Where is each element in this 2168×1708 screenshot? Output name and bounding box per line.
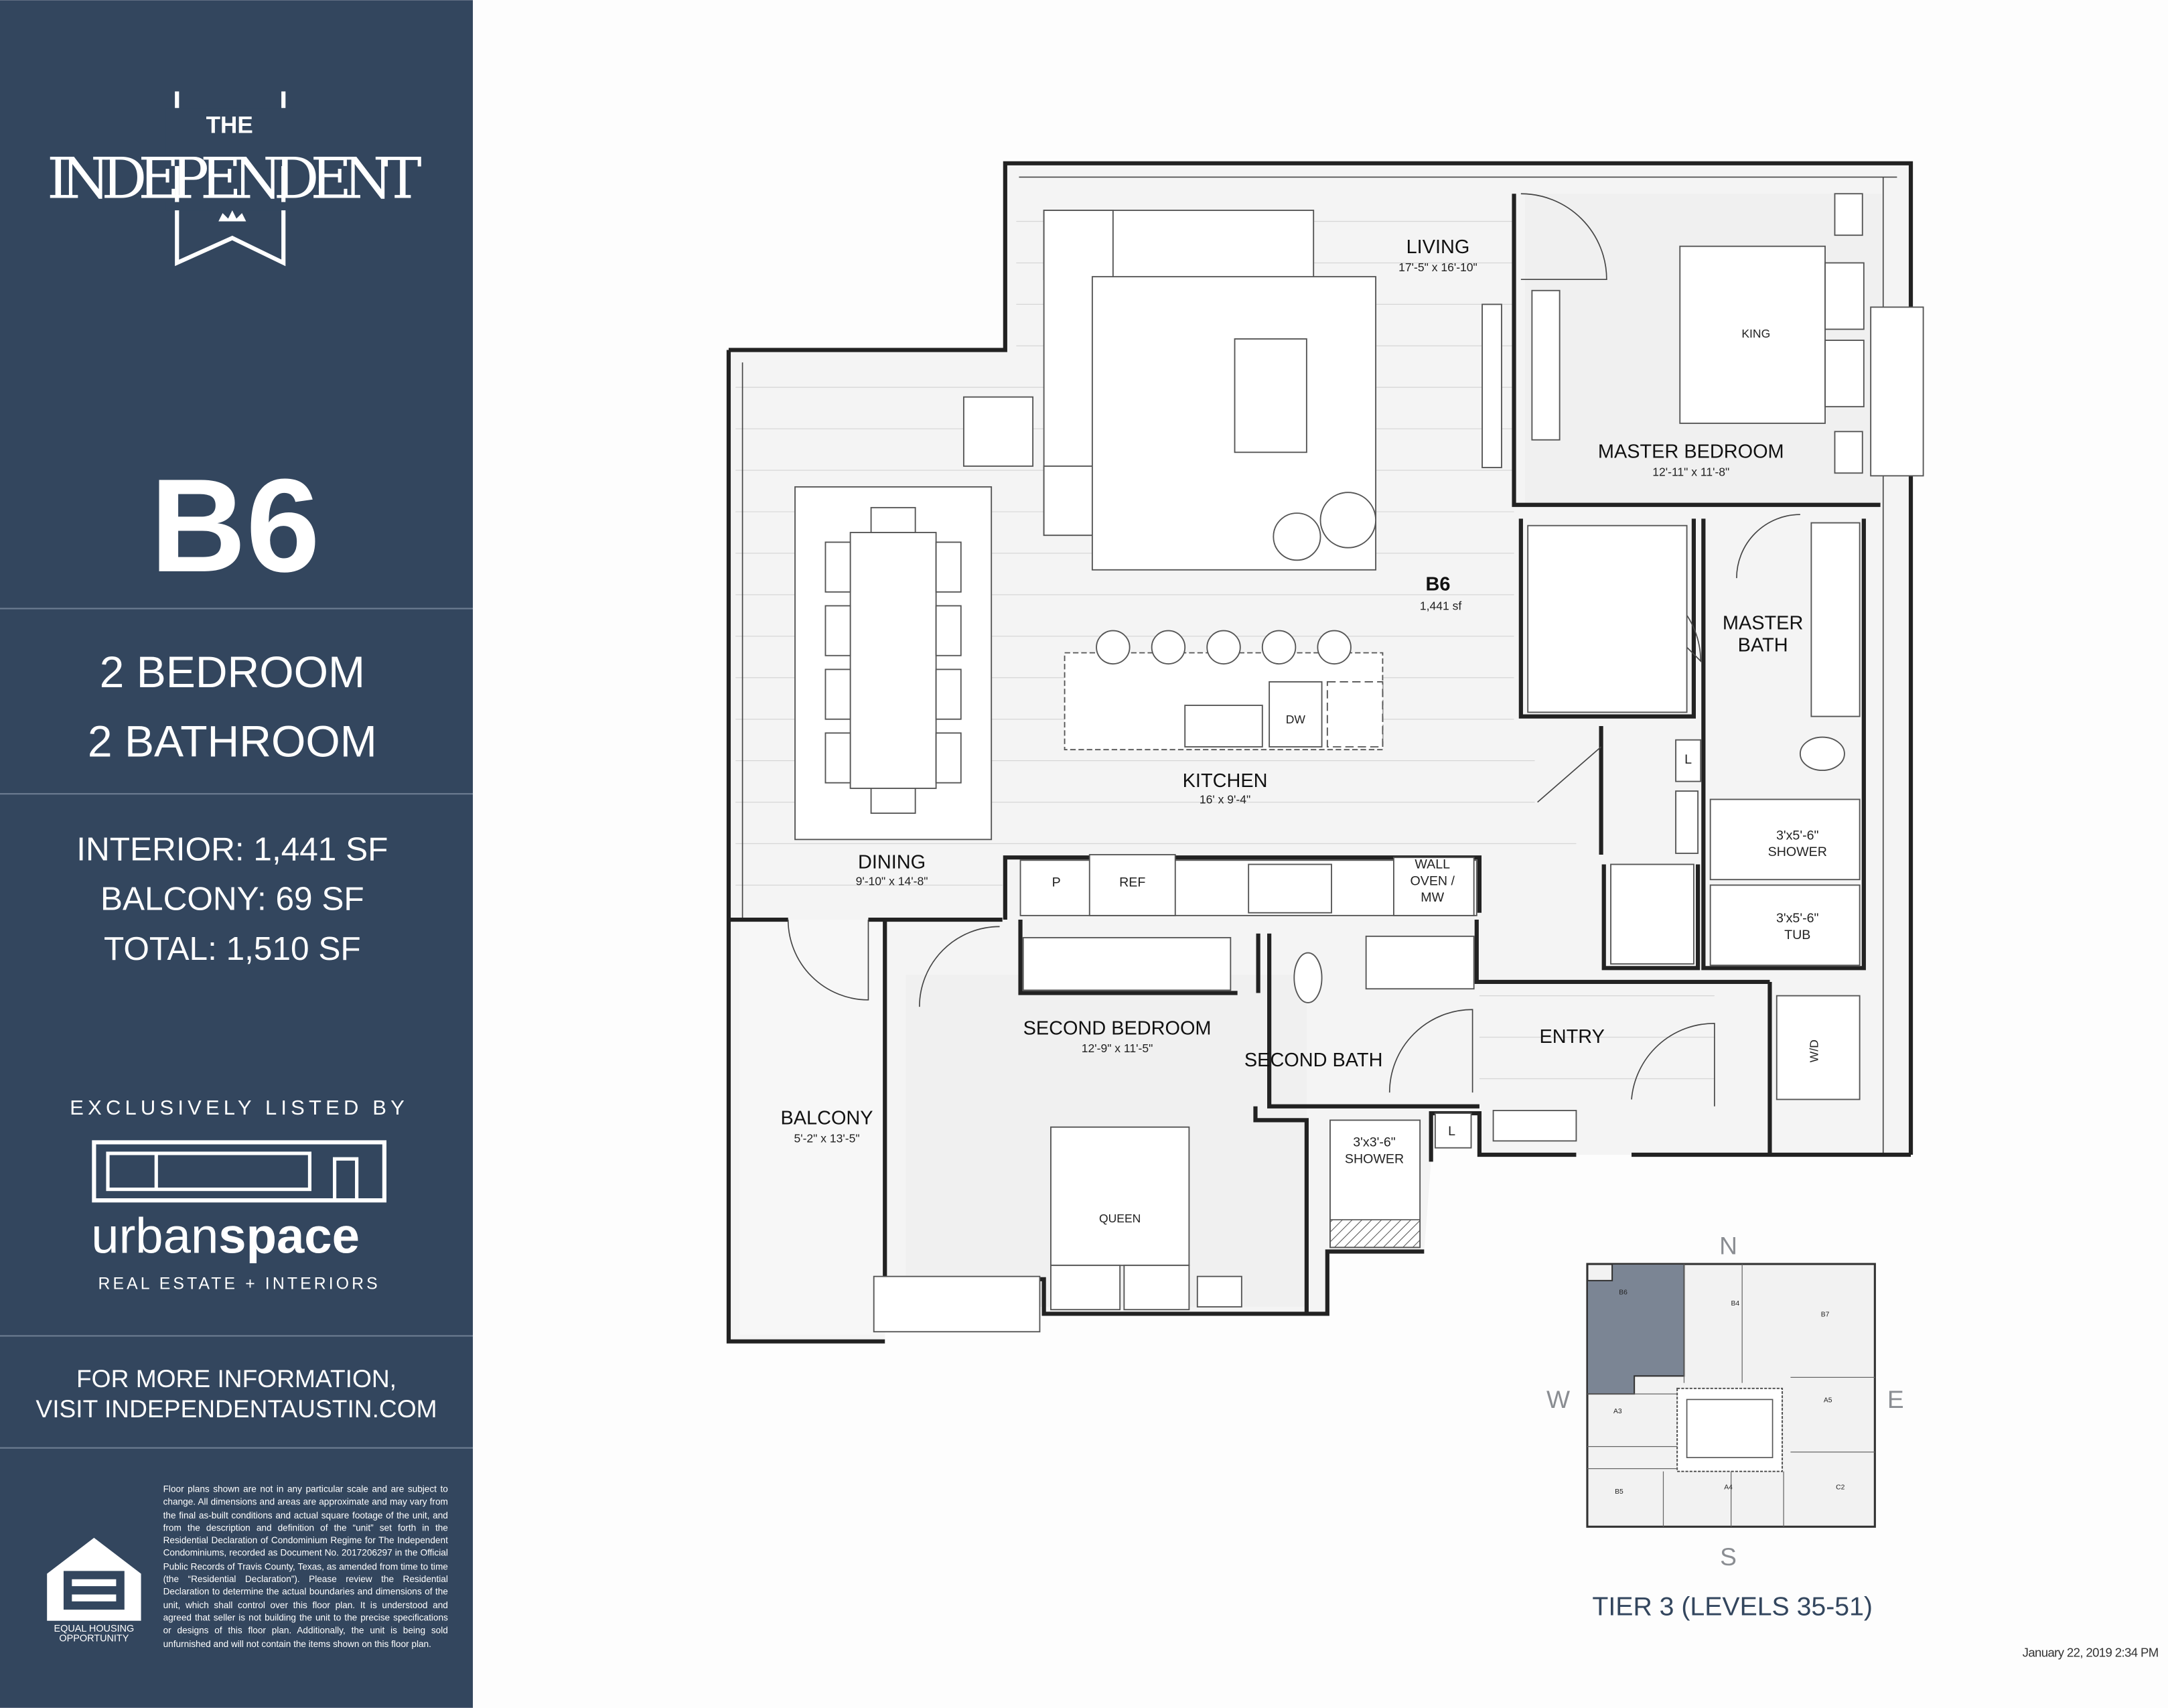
svg-text:B5: B5 xyxy=(1615,1488,1623,1496)
svg-text:B6: B6 xyxy=(1619,1289,1628,1297)
svg-text:9'-10" x 14'-8": 9'-10" x 14'-8" xyxy=(856,874,928,887)
svg-text:OVEN /: OVEN / xyxy=(1410,873,1455,888)
listed-by-label: EXCLUSIVELY LISTED BY xyxy=(70,1096,409,1119)
svg-text:QUEEN: QUEEN xyxy=(1099,1212,1141,1225)
svg-text:REF: REF xyxy=(1119,875,1145,890)
svg-text:SHOWER: SHOWER xyxy=(1768,845,1827,859)
room-label-second-bedroom: SECOND BEDROOM xyxy=(1023,1017,1212,1039)
interior-walls xyxy=(728,194,1911,1316)
svg-text:3'x3'-6": 3'x3'-6" xyxy=(1353,1135,1396,1150)
website-link[interactable]: VISIT INDEPENDENTAUSTIN.COM xyxy=(35,1395,437,1423)
total-area: TOTAL: 1,510 SF xyxy=(104,930,361,967)
svg-text:A4: A4 xyxy=(1724,1484,1733,1492)
svg-text:TUB: TUB xyxy=(1784,928,1810,942)
compass-south: S xyxy=(1720,1543,1737,1571)
svg-text:1,441 sf: 1,441 sf xyxy=(1420,599,1462,613)
compass-west: W xyxy=(1546,1385,1570,1413)
svg-text:C2: C2 xyxy=(1836,1484,1845,1492)
equal-housing-logo: EQUAL HOUSING OPPORTUNITY xyxy=(47,1537,141,1644)
svg-text:SHOWER: SHOWER xyxy=(1345,1151,1404,1166)
sidebar xyxy=(0,0,474,1708)
bathroom-count: 2 BATHROOM xyxy=(88,716,377,766)
svg-text:P: P xyxy=(1052,875,1061,890)
svg-text:5'-2" x 13'-5": 5'-2" x 13'-5" xyxy=(794,1131,859,1145)
svg-text:12'-9" x 11'-5": 12'-9" x 11'-5" xyxy=(1082,1042,1153,1055)
svg-text:urbanspace: urbanspace xyxy=(91,1208,360,1264)
timestamp: January 22, 2019 2:34 PM xyxy=(2023,1645,2159,1659)
key-plan: N S E W B6 B4 B7 A3 A5 B5 A4 C2 TIER 3 (… xyxy=(1546,1232,1904,1622)
svg-text:DW: DW xyxy=(1286,713,1306,726)
compass-east: E xyxy=(1887,1385,1904,1413)
svg-text:INDEPENDENT: INDEPENDENT xyxy=(47,145,423,211)
svg-text:B4: B4 xyxy=(1731,1300,1740,1307)
svg-text:W/D: W/D xyxy=(1808,1040,1821,1062)
svg-text:L: L xyxy=(1448,1124,1455,1139)
svg-text:REAL ESTATE + INTERIORS: REAL ESTATE + INTERIORS xyxy=(98,1275,380,1293)
column xyxy=(1870,306,1924,477)
svg-text:17'-5" x 16'-10": 17'-5" x 16'-10" xyxy=(1398,261,1477,274)
svg-text:3'x5'-6": 3'x5'-6" xyxy=(1776,828,1819,843)
crown-icon xyxy=(218,210,246,222)
room-label-dining: DINING xyxy=(858,852,926,873)
room-label-master-bath: MASTER xyxy=(1723,613,1803,634)
svg-text:12'-11" x 11'-8": 12'-11" x 11'-8" xyxy=(1652,465,1729,478)
svg-text:THE: THE xyxy=(206,112,253,138)
svg-text:KING: KING xyxy=(1741,327,1770,340)
svg-text:16' x 9'-4": 16' x 9'-4" xyxy=(1200,793,1250,806)
key-plan-caption: TIER 3 (LEVELS 35-51) xyxy=(1592,1591,1873,1621)
info-line: FOR MORE INFORMATION, xyxy=(76,1364,396,1393)
room-label-second-bath: SECOND BATH xyxy=(1244,1050,1383,1071)
balcony-area: BALCONY: 69 SF xyxy=(100,881,364,918)
furniture xyxy=(794,193,1924,1333)
room-label-kitchen: KITCHEN xyxy=(1183,770,1268,792)
unit-floor-plan: LIVING 17'-5" x 16'-10" MASTER BEDROOM 1… xyxy=(726,161,1924,1344)
svg-text:BATH: BATH xyxy=(1738,635,1788,656)
svg-text:B7: B7 xyxy=(1821,1311,1830,1319)
unit-name: B6 xyxy=(150,451,319,599)
urbanspace-logo: urbanspace REAL ESTATE + INTERIORS xyxy=(91,1140,387,1293)
interior-area: INTERIOR: 1,441 SF xyxy=(76,831,388,867)
balcony-floor xyxy=(739,920,885,1335)
room-label-master-bedroom: MASTER BEDROOM xyxy=(1598,441,1784,463)
svg-text:3'x5'-6": 3'x5'-6" xyxy=(1776,911,1819,926)
svg-text:MW: MW xyxy=(1421,890,1444,905)
independent-logo: THE INDEPENDENT xyxy=(47,91,423,267)
svg-text:L: L xyxy=(1684,752,1692,767)
room-label-balcony: BALCONY xyxy=(780,1108,873,1129)
svg-text:A5: A5 xyxy=(1824,1397,1832,1405)
bedroom-count: 2 BEDROOM xyxy=(100,647,365,697)
room-label-living: LIVING xyxy=(1406,236,1470,258)
column xyxy=(962,396,1034,467)
disclaimer-text: Floor plans shown are not in any particu… xyxy=(163,1485,448,1650)
compass-north: N xyxy=(1719,1232,1737,1260)
svg-text:WALL: WALL xyxy=(1415,857,1450,872)
svg-text:EQUAL HOUSING: EQUAL HOUSING xyxy=(54,1624,134,1634)
unit-label: B6 xyxy=(1426,574,1451,595)
svg-text:OPPORTUNITY: OPPORTUNITY xyxy=(59,1634,129,1644)
svg-text:A3: A3 xyxy=(1613,1408,1622,1415)
room-label-entry: ENTRY xyxy=(1540,1026,1605,1048)
column xyxy=(873,1275,1041,1333)
